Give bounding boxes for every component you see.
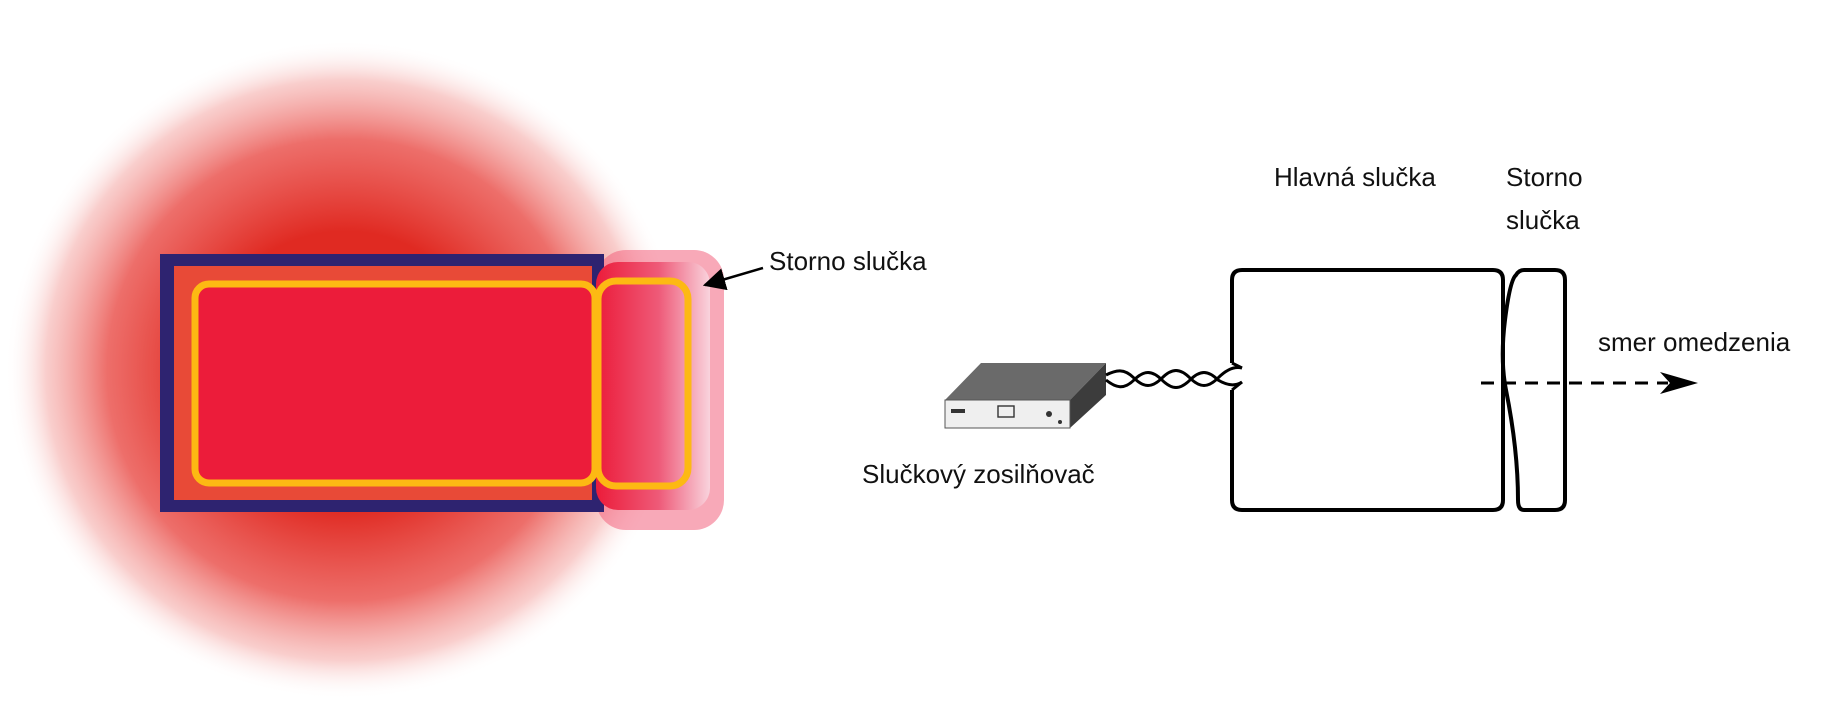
main-loop-label: Hlavná slučka — [1274, 162, 1436, 192]
twisted-pair-cable — [1105, 366, 1243, 389]
cancel-loop-outline — [1500, 268, 1567, 512]
amplifier-logo — [951, 409, 965, 413]
cancel-loop-callout: Storno slučka — [702, 246, 927, 291]
amplifier-side-face — [1070, 363, 1106, 428]
main-loop-lead — [1231, 361, 1243, 392]
cancel-loop-shape — [594, 277, 692, 490]
main-loop-outline — [1230, 268, 1505, 512]
cancel-loop-label-right-line1: Storno — [1506, 162, 1583, 192]
cancel-loop-label-left: Storno slučka — [769, 246, 927, 276]
main-loop-shape — [191, 280, 599, 487]
loop-amplifier-device — [944, 363, 1106, 429]
amplifier-top-face — [945, 363, 1106, 400]
cancel-loop-fill — [596, 262, 710, 510]
cancel-loop-label-right-line2: slučka — [1506, 205, 1580, 235]
callout-arrow — [702, 266, 764, 291]
amplifier-display — [997, 405, 1015, 418]
field-illustration — [5, 40, 724, 700]
restriction-direction-label: smer omedzenia — [1598, 327, 1791, 357]
loop-amplifier-label: Slučkový zosilňovač — [862, 459, 1095, 489]
amplifier-led-icon — [1058, 420, 1062, 424]
loop-schematic — [944, 268, 1698, 512]
amplifier-knob-icon — [1046, 411, 1052, 417]
arrowhead-icon — [1660, 372, 1698, 394]
